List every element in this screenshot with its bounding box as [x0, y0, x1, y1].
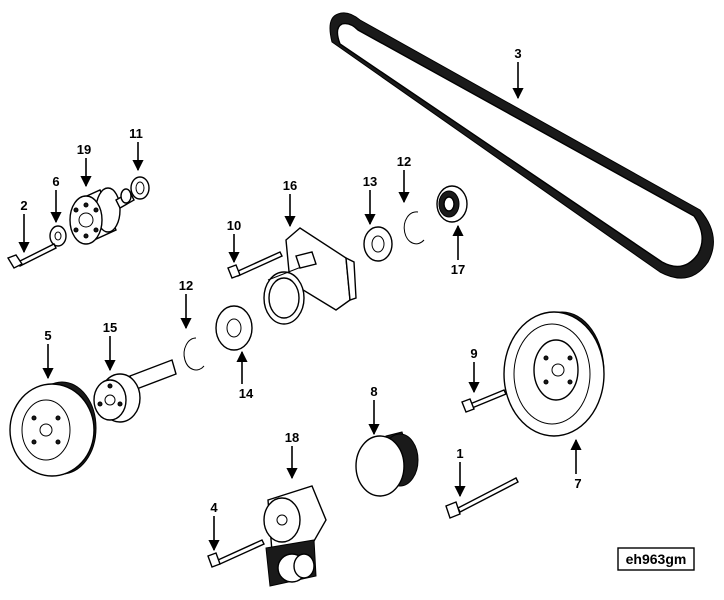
pulley-pin — [115, 176, 150, 209]
callout-5: 5 — [44, 328, 51, 343]
crankshaft-pulley — [503, 311, 605, 437]
callout-labels: 3 11 19 6 2 16 13 12 10 17 12 14 15 5 9 … — [20, 46, 581, 515]
drive-belt — [329, 12, 714, 279]
pulley-left — [9, 381, 97, 477]
bolt-long — [445, 477, 519, 519]
bolt-bracket — [227, 251, 283, 279]
callout-14: 14 — [239, 386, 254, 401]
callout-11: 11 — [129, 126, 143, 141]
callout-6: 6 — [52, 174, 59, 189]
callout-7: 7 — [574, 476, 581, 491]
idler-pulley — [69, 187, 121, 245]
callout-8: 8 — [370, 384, 377, 399]
callout-3: 3 — [514, 46, 521, 61]
hub-shaft — [93, 359, 177, 423]
callout-13: 13 — [363, 174, 377, 189]
figure-code-box: eh963gm — [617, 547, 695, 571]
callout-18: 18 — [285, 430, 299, 445]
callout-12-lower: 12 — [179, 278, 193, 293]
callout-9: 9 — [470, 346, 477, 361]
idler-bracket — [263, 227, 357, 325]
callout-10: 10 — [227, 218, 241, 233]
washer — [49, 225, 67, 247]
belt-tensioner — [263, 485, 327, 587]
callout-12-upper: 12 — [397, 154, 411, 169]
bolt-left — [6, 243, 57, 269]
bolt-pulley — [461, 389, 507, 413]
grooved-pulley — [355, 431, 419, 497]
callout-19: 19 — [77, 142, 91, 157]
seal — [436, 185, 468, 223]
callout-2: 2 — [20, 198, 27, 213]
retaining-ring-upper — [403, 211, 425, 245]
callout-16: 16 — [283, 178, 297, 193]
bolt-tensioner — [207, 539, 265, 568]
bushing-lower — [215, 305, 253, 351]
retaining-ring-lower — [183, 337, 205, 371]
callout-4: 4 — [210, 500, 218, 515]
callout-1: 1 — [456, 446, 463, 461]
figure-code: eh963gm — [626, 551, 687, 567]
callout-17: 17 — [451, 262, 465, 277]
callout-15: 15 — [103, 320, 117, 335]
bushing — [363, 226, 393, 262]
callout-arrows — [18, 62, 582, 552]
